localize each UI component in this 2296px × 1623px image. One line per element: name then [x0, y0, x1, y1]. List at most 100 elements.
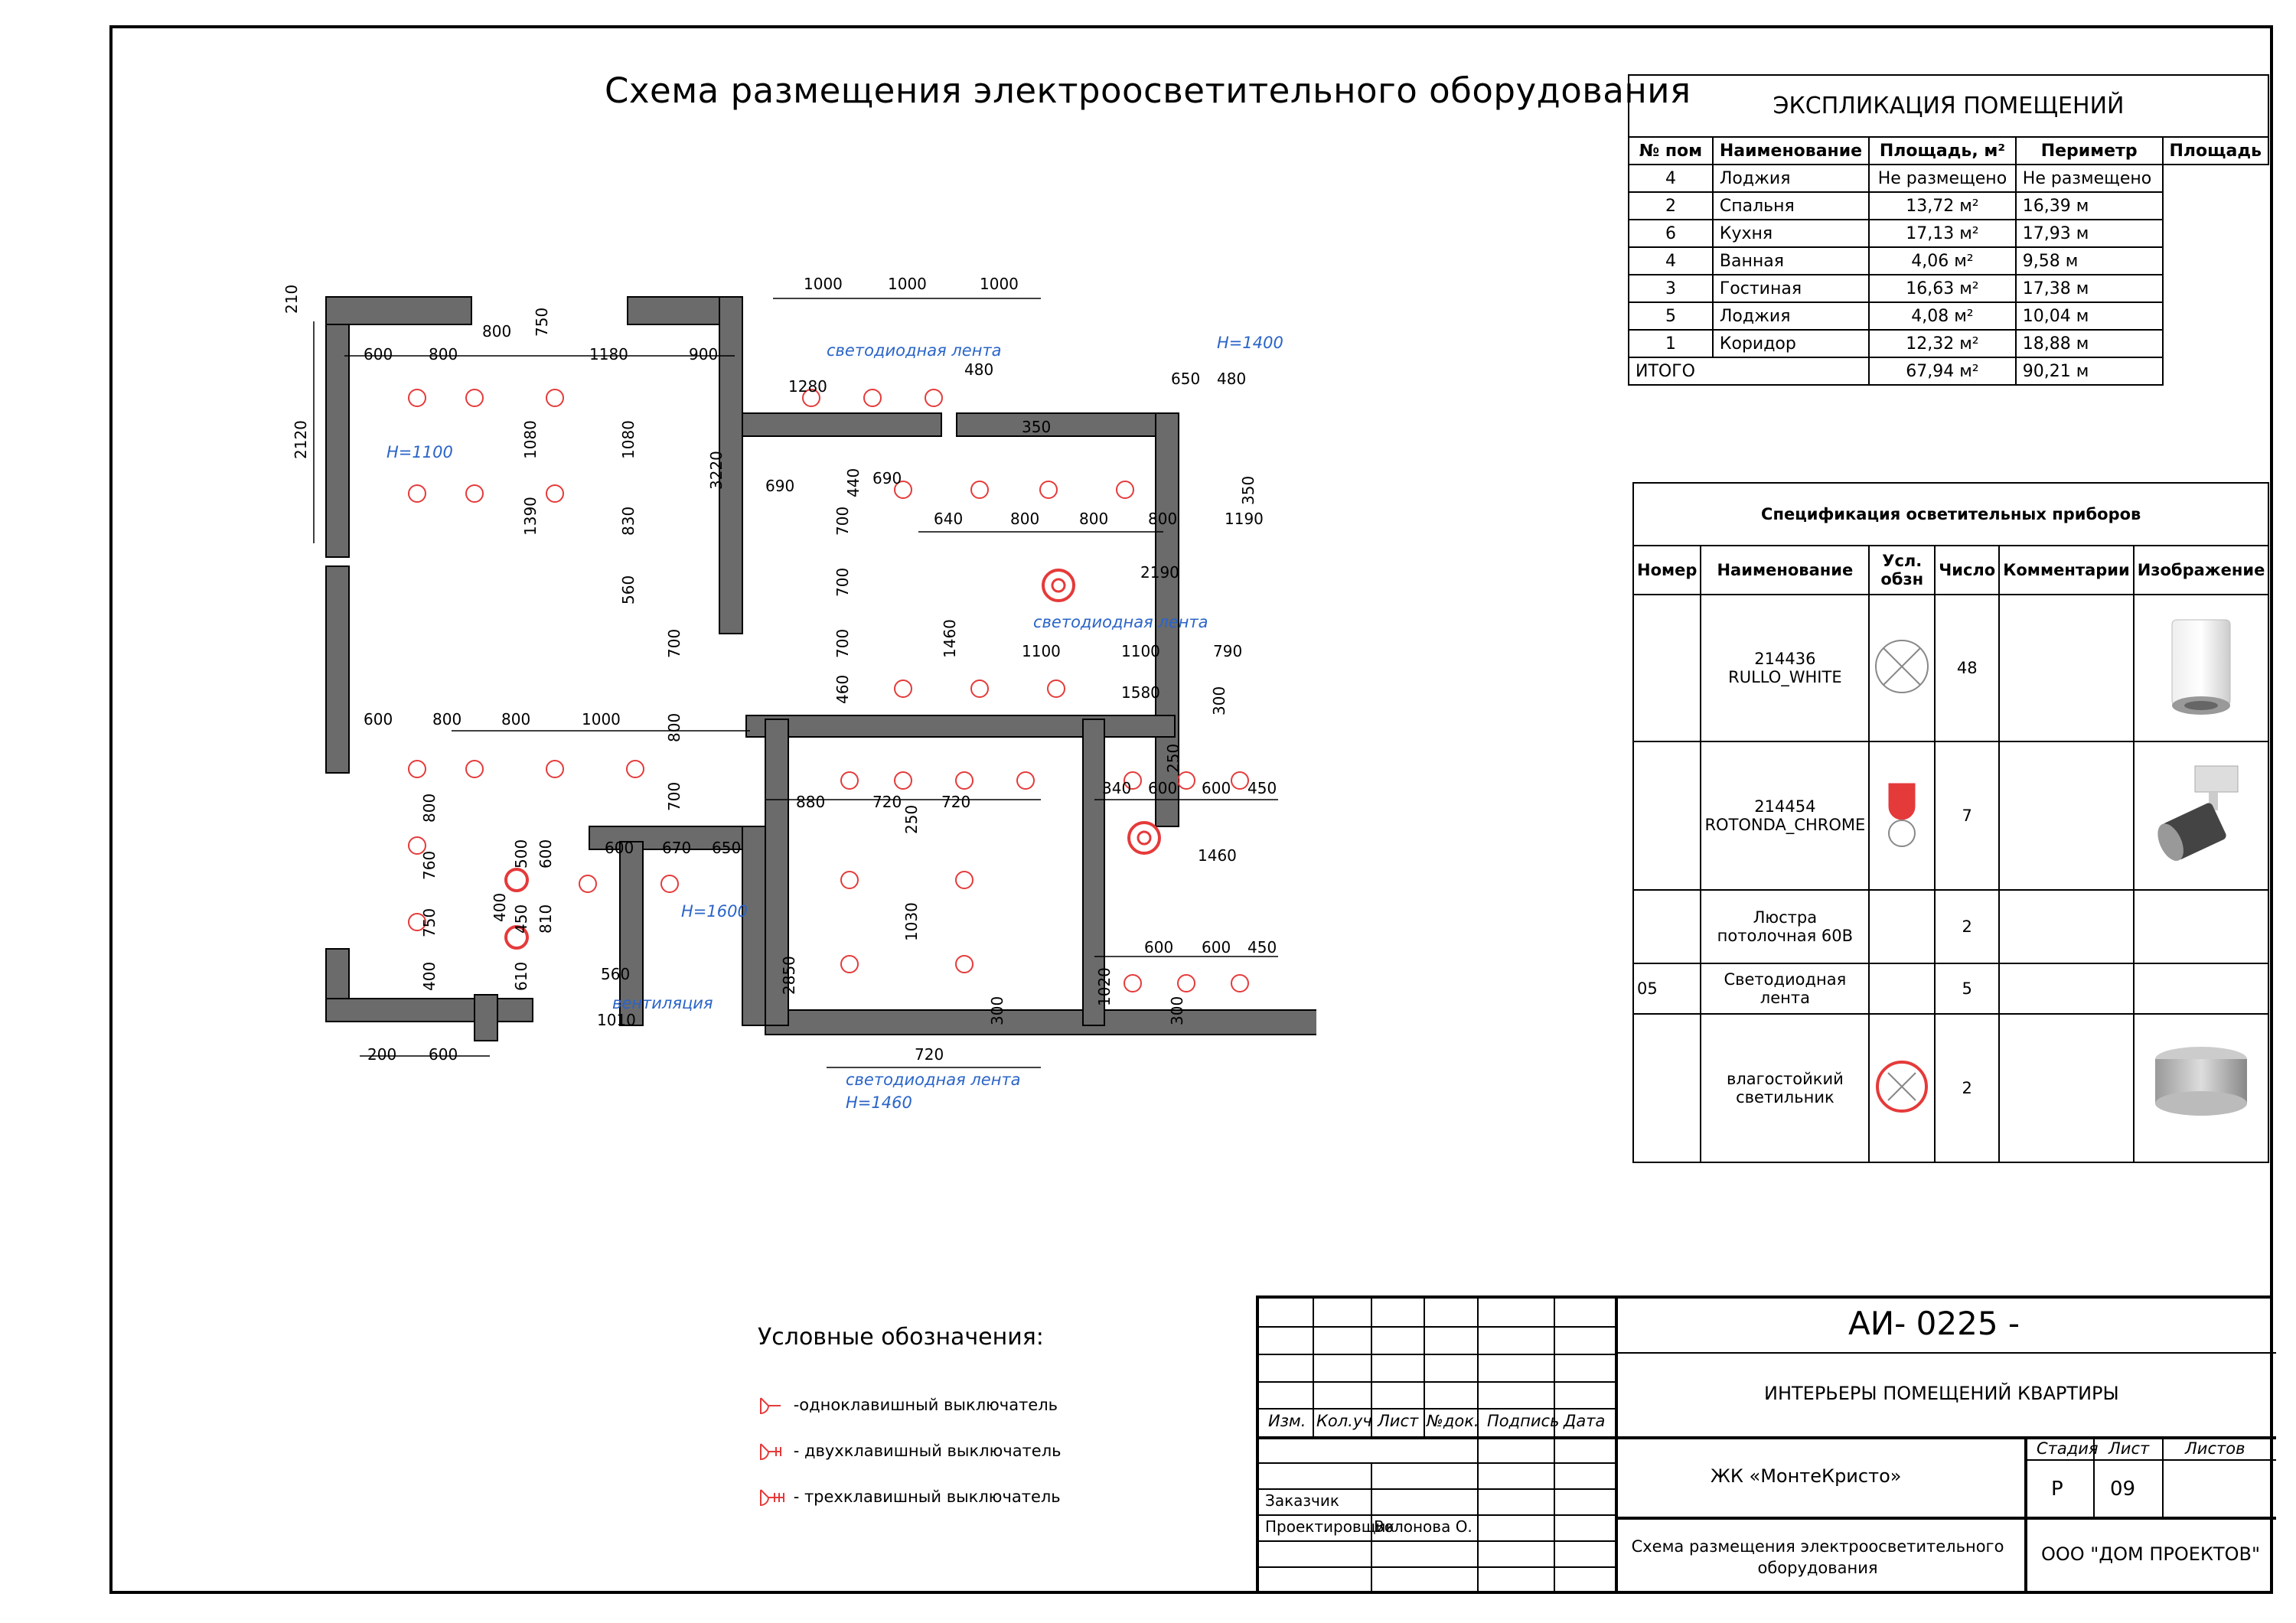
svg-text:1000: 1000 — [888, 275, 927, 293]
spec-table: Спецификация осветительных приборов Номе… — [1632, 482, 2270, 1163]
svg-text:800: 800 — [429, 345, 458, 363]
svg-text:830: 830 — [619, 507, 638, 536]
svg-text:700: 700 — [833, 507, 852, 536]
svg-text:210: 210 — [282, 285, 301, 314]
svg-text:690: 690 — [872, 469, 902, 487]
svg-text:760: 760 — [420, 851, 439, 880]
svg-text:2190: 2190 — [1140, 563, 1179, 582]
svg-text:600: 600 — [605, 839, 634, 857]
svg-text:светодиодная лента: светодиодная лента — [827, 341, 1002, 360]
svg-text:1390: 1390 — [521, 497, 540, 536]
svg-text:790: 790 — [1213, 642, 1242, 660]
svg-text:1580: 1580 — [1121, 683, 1160, 702]
svg-text:H=1460: H=1460 — [846, 1093, 912, 1112]
svg-text:1180: 1180 — [589, 345, 628, 363]
legend-item: -одноклавишный выключатель — [758, 1395, 1058, 1416]
svg-text:720: 720 — [941, 793, 970, 811]
svg-text:650: 650 — [1171, 370, 1200, 388]
plan-annotations: светодиодная лента светодиодная лента св… — [386, 334, 1283, 1112]
floor-plan: 1000 1000 1000 800 600 800 1180 900 650 … — [282, 275, 1316, 1112]
svg-text:800: 800 — [1148, 510, 1177, 528]
table-row: влагостойкий светильник 2 — [1632, 1013, 2270, 1163]
svg-text:1000: 1000 — [582, 710, 621, 728]
explication-caption: ЭКСПЛИКАЦИЯ ПОМЕЩЕНИЙ — [1628, 74, 2269, 136]
svg-text:400: 400 — [491, 893, 509, 922]
svg-text:700: 700 — [665, 782, 683, 811]
svg-text:600: 600 — [1202, 938, 1231, 957]
svg-text:800: 800 — [665, 713, 683, 742]
legend-item: - двухклавишный выключатель — [758, 1441, 1062, 1462]
rotonda-symbol-icon — [1868, 741, 1936, 891]
svg-text:700: 700 — [833, 568, 852, 597]
plan-vertical-dimension-texts: 2120 210 1080 1080 3220 1390 830 560 750… — [282, 285, 1257, 1025]
sheet-title: Схема размещения электроосветительного о… — [1631, 1537, 2004, 1577]
triple-switch-icon — [760, 1489, 784, 1507]
col-number: № пом — [1628, 136, 1714, 165]
svg-text:1190: 1190 — [1225, 510, 1264, 528]
svg-text:600: 600 — [1202, 779, 1231, 797]
moisture-light-symbol-icon — [1868, 1013, 1936, 1163]
svg-text:800: 800 — [501, 710, 530, 728]
double-switch-icon — [760, 1443, 781, 1461]
spec-caption: Спецификация осветительных приборов — [1632, 482, 2270, 546]
plan-fixtures — [408, 389, 1249, 992]
plan-walls — [325, 296, 1316, 1041]
explication-header-row: № пом Наименование Площадь, м² Периметр … — [1628, 136, 2270, 165]
svg-text:300: 300 — [988, 996, 1006, 1025]
svg-text:800: 800 — [1010, 510, 1039, 528]
svg-text:250: 250 — [1164, 744, 1182, 773]
object-name: ЖК «МонтеКристо» — [1711, 1465, 1902, 1487]
svg-text:1080: 1080 — [619, 420, 638, 459]
svg-text:800: 800 — [1079, 510, 1108, 528]
svg-text:светодиодная лента: светодиодная лента — [846, 1071, 1021, 1089]
svg-text:1010: 1010 — [597, 1011, 636, 1029]
svg-text:450: 450 — [512, 904, 530, 934]
svg-text:750: 750 — [533, 308, 551, 337]
moisture-light-photo-icon — [2132, 1013, 2270, 1163]
title-block: Изм. Кол.уч Лист №док. Подпись Дата Зака… — [1256, 1295, 2276, 1594]
svg-text:250: 250 — [902, 805, 921, 834]
legend: Условные обозначения: -одноклавишный вык… — [758, 1324, 1062, 1507]
svg-text:480: 480 — [1217, 370, 1246, 388]
svg-text:1460: 1460 — [1198, 846, 1237, 865]
svg-text:560: 560 — [601, 965, 630, 983]
svg-text:3220: 3220 — [707, 451, 726, 490]
svg-text:500: 500 — [512, 839, 530, 869]
svg-text:610: 610 — [512, 962, 530, 991]
svg-text:560: 560 — [619, 575, 638, 605]
svg-text:810: 810 — [536, 904, 555, 934]
svg-text:700: 700 — [833, 629, 852, 658]
svg-text:720: 720 — [915, 1045, 944, 1064]
svg-text:460: 460 — [833, 675, 852, 704]
svg-text:светодиодная лента: светодиодная лента — [1033, 613, 1208, 631]
svg-text:1030: 1030 — [902, 902, 921, 941]
plan-dimension-texts: 1000 1000 1000 800 600 800 1180 900 650 … — [364, 275, 1277, 1064]
svg-text:2850: 2850 — [780, 956, 798, 995]
rullo-symbol-icon — [1868, 594, 1936, 742]
svg-text:1000: 1000 — [980, 275, 1019, 293]
svg-text:670: 670 — [662, 839, 691, 857]
legend-item: - трехклавишный выключатель — [758, 1487, 1061, 1508]
svg-text:600: 600 — [1144, 938, 1173, 957]
col-area: Площадь, м² — [1868, 136, 2017, 165]
svg-text:800: 800 — [432, 710, 461, 728]
col-perimeter: Периметр — [2014, 136, 2164, 165]
svg-text:800: 800 — [420, 794, 439, 823]
svg-text:2120: 2120 — [292, 420, 310, 459]
svg-text:720: 720 — [872, 793, 902, 811]
spec-header-row: Номер Наименование Усл. обзн Число Комме… — [1632, 545, 2270, 595]
table-row: 214436 RULLO_WHITE 48 — [1632, 594, 2270, 742]
svg-text:200: 200 — [367, 1045, 396, 1064]
single-switch-icon — [760, 1397, 781, 1415]
table-row: 05 Светодиодная лента 5 — [1632, 963, 2270, 1015]
svg-text:1460: 1460 — [941, 619, 959, 658]
svg-text:880: 880 — [796, 793, 825, 811]
svg-text:750: 750 — [420, 908, 439, 937]
svg-text:300: 300 — [1168, 996, 1186, 1025]
svg-text:1000: 1000 — [804, 275, 843, 293]
